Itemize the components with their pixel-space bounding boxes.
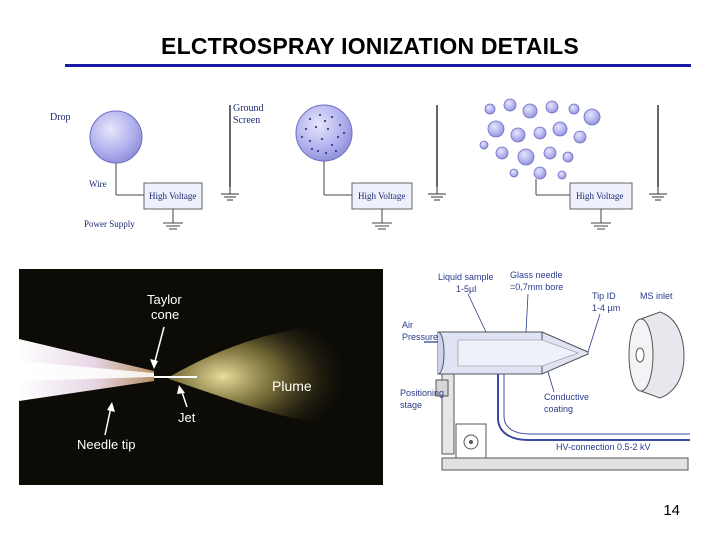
power-supply-label: Power Supply [84,219,135,229]
positioning-stage-label: stage [400,400,422,410]
glass-needle-bore: =0,7mm bore [510,282,563,292]
cone-label: cone [151,307,179,322]
needle-tip-label: Needle tip [77,437,136,452]
stage-3-coulomb-explosion: High Voltage [480,99,667,229]
hv-label-2: High Voltage [358,191,405,201]
liquid-sample-volume: 1-5µl [456,284,476,294]
positioning-label: Positioning [400,388,444,398]
liquid-sample-label: Liquid sample [438,272,494,282]
stage-2-charged-drop: High Voltage [296,105,446,229]
drop-label: Drop [50,112,71,123]
jet-label: Jet [178,410,196,425]
tip-id-value: 1-4 µm [592,303,620,313]
page-number: 14 [663,502,680,519]
screen-label: Screen [233,115,260,126]
hv-label-3: High Voltage [576,191,623,201]
taylor-cone-photo: Taylor cone Plume Jet Needle tip [19,269,383,485]
ms-inlet-label: MS inlet [640,291,673,301]
conductive-label: Conductive [544,392,589,402]
nanospray-schematic: Liquid sample 1-5µl Glass needle =0,7mm … [398,268,690,486]
plume-label: Plume [272,378,312,394]
stage-1-intact-drop: Drop Wire High Voltage Power Supply Grou… [50,103,264,229]
title-underline [65,64,691,67]
hv-label-1: High Voltage [149,191,196,201]
hv-connection-label: HV-connection 0.5-2 kV [556,442,651,452]
ground-label: Ground [233,103,264,114]
base-rail [442,458,688,470]
pressure-label: Pressure [402,332,438,342]
slide-title: ELCTROSPRAY IONIZATION DETAILS [0,33,720,60]
air-label: Air [402,320,413,330]
taylor-label: Taylor [147,292,182,307]
coating-label: coating [544,404,573,414]
tip-id-label: Tip ID [592,291,616,301]
intact-drop [90,111,142,163]
wire-label: Wire [89,179,107,189]
glass-needle-label: Glass needle [510,270,563,280]
droplet-stages-diagram: Drop Wire High Voltage Power Supply Grou… [40,95,680,240]
